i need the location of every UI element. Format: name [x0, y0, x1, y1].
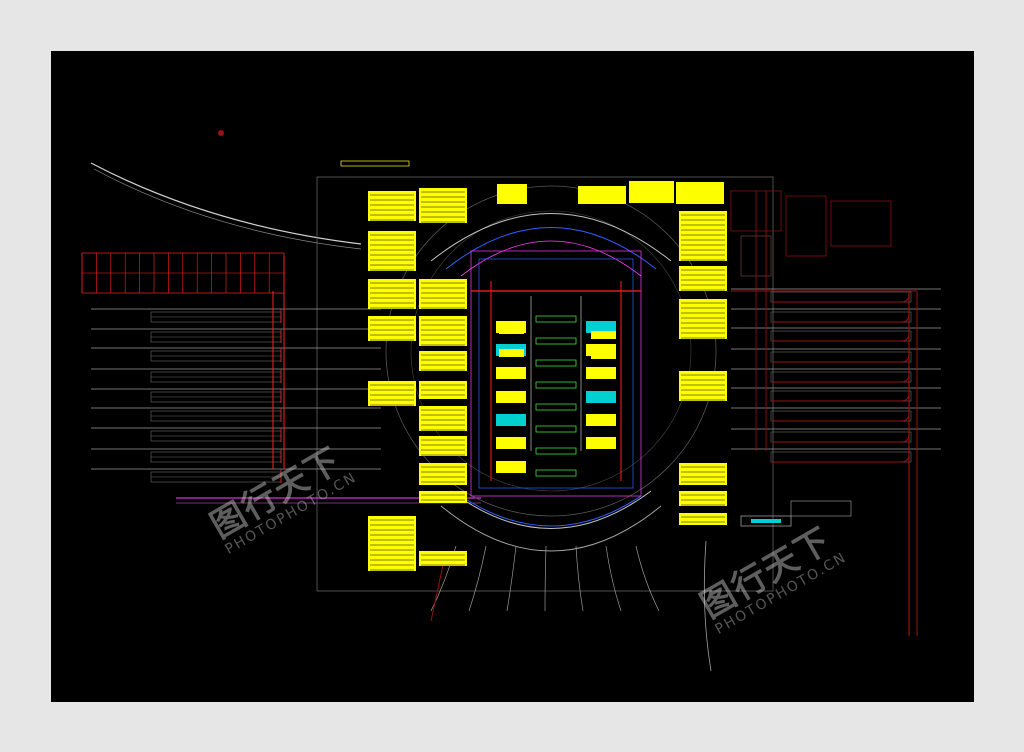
yellow-text-block-inner — [499, 371, 524, 379]
road-curve-inner — [93, 168, 362, 250]
canopy-arc-bottom-2 — [440, 505, 662, 552]
track-curve-right — [771, 353, 910, 363]
yellow-text-block — [419, 316, 467, 346]
track-curve-right — [771, 293, 910, 303]
station-room-block — [586, 367, 616, 379]
yellow-text-block — [368, 279, 416, 309]
fan-curve — [544, 545, 547, 612]
platform-right — [770, 371, 912, 383]
platform-right — [770, 311, 912, 323]
cad-drawing-canvas[interactable] — [51, 51, 974, 702]
track-curve-right — [771, 313, 910, 323]
yellow-text-block — [419, 351, 467, 371]
platform-right — [770, 431, 912, 443]
track-curve-right — [771, 412, 910, 422]
canopy-arc-top-inner — [460, 240, 642, 277]
yellow-text-block — [578, 186, 626, 204]
lower-right-block-2 — [790, 500, 852, 517]
station-room-block — [586, 414, 616, 426]
station-inner — [478, 258, 634, 489]
platform-right — [770, 390, 912, 402]
yellow-text-block — [676, 182, 724, 204]
right-curve-road — [703, 540, 712, 672]
title-label-box — [340, 160, 410, 167]
platform-right — [770, 451, 912, 463]
road-curve — [90, 162, 362, 245]
yellow-text-block-inner — [499, 326, 524, 334]
station-corridor — [535, 315, 577, 323]
station-room-block — [496, 461, 526, 473]
yellow-text-block — [368, 231, 416, 271]
yellow-text-block — [419, 491, 467, 503]
station-room-block — [496, 391, 526, 403]
platform-right — [770, 351, 912, 363]
station-room-block — [586, 391, 616, 403]
track-curve-right — [771, 392, 910, 402]
fan-curve — [468, 545, 487, 612]
track-curve-right — [771, 373, 910, 383]
station-corridor — [535, 337, 577, 345]
yellow-text-block — [419, 188, 467, 223]
station-corridor — [535, 403, 577, 411]
lower-right-cyan — [751, 519, 781, 523]
station-room-block — [586, 437, 616, 449]
station-corridor — [535, 469, 577, 477]
yellow-text-block — [679, 513, 727, 525]
track-curve-right — [771, 332, 910, 342]
canopy-arc-bottom-blue — [460, 495, 642, 527]
right-building — [785, 195, 827, 257]
platform-right — [770, 410, 912, 422]
yellow-text-block — [679, 211, 727, 261]
outer-ring — [385, 185, 717, 517]
red-dot — [218, 130, 224, 136]
yellow-text-block — [629, 181, 674, 203]
right-building — [830, 200, 892, 247]
yellow-text-block-inner — [591, 331, 616, 339]
station-room-block — [496, 414, 526, 426]
yellow-text-block-inner — [499, 349, 524, 357]
platform-right — [770, 330, 912, 342]
station-corridor — [535, 425, 577, 433]
station-room-block — [586, 321, 616, 333]
station-outline — [470, 250, 642, 497]
fan-curve — [506, 545, 517, 612]
yellow-text-block — [419, 551, 467, 566]
yellow-text-block — [419, 436, 467, 456]
canopy-arc-top — [430, 213, 672, 262]
yellow-text-block-inner — [591, 351, 616, 359]
lower-right-block — [740, 515, 792, 527]
middle-ring — [410, 210, 692, 492]
yellow-text-block — [679, 491, 727, 506]
yellow-text-block — [679, 299, 727, 339]
yellow-text-block — [419, 463, 467, 485]
yellow-text-block — [497, 184, 527, 204]
yellow-text-block — [679, 463, 727, 485]
station-corridor — [535, 359, 577, 367]
fan-curve — [575, 545, 584, 612]
yellow-text-block — [368, 516, 416, 571]
fan-curve — [605, 545, 622, 612]
platform-right — [770, 291, 912, 303]
cad-plan-drawing — [81, 130, 941, 672]
canopy-arc-top-blue — [445, 227, 657, 270]
yellow-text-block — [419, 279, 467, 309]
track-curve-right — [771, 453, 910, 463]
yellow-text-block — [368, 191, 416, 221]
station-room-block — [496, 437, 526, 449]
track-curve-right — [771, 433, 910, 443]
station-corridor — [535, 447, 577, 455]
fan-curve — [635, 545, 660, 612]
station-corridor — [535, 381, 577, 389]
canopy-arc-bottom — [450, 490, 652, 529]
yellow-text-block — [679, 371, 727, 401]
